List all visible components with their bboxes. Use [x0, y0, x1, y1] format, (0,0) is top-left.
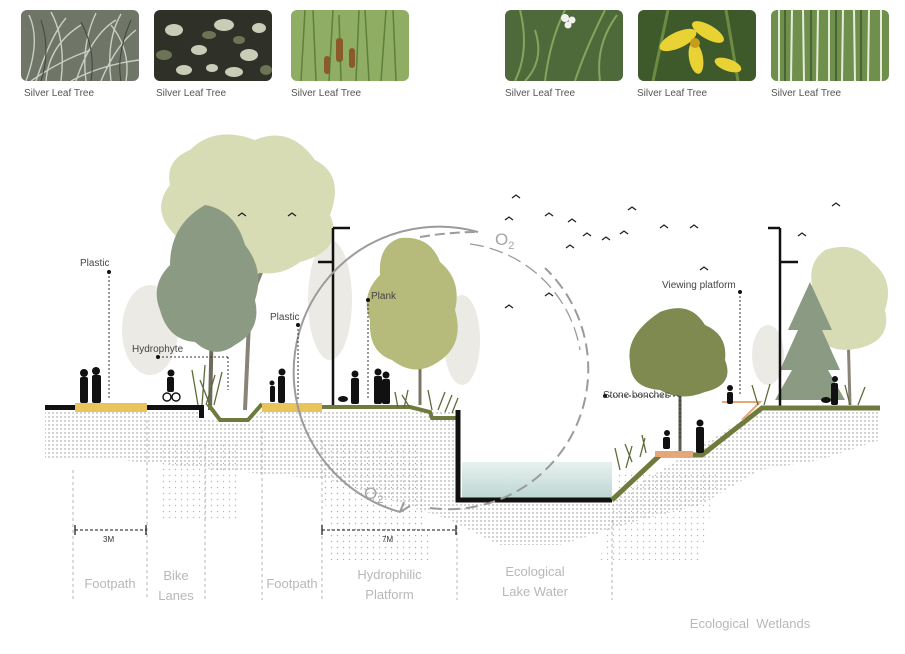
cattail-photo-icon [291, 10, 409, 81]
dimension-7m: 7M [382, 535, 393, 544]
annotation-dots [107, 270, 742, 398]
yellow-iris-photo-icon [638, 10, 756, 81]
label-plastic-mid: Plastic [270, 312, 299, 323]
plant-photo-1 [21, 10, 139, 81]
tree-grey-green [156, 205, 259, 411]
tree-conifer-right [775, 282, 845, 400]
zone-dividers [72, 420, 613, 600]
lamp-post-left [318, 226, 350, 408]
zone-bike-lanes: Bike Lanes [158, 568, 194, 603]
plant-caption-2: Silver Leaf Tree [156, 88, 227, 99]
birds [237, 194, 841, 309]
tree-olive [366, 237, 458, 405]
shrub-photo-icon [154, 10, 272, 81]
o2-label-top: O2 [495, 230, 514, 252]
o2-label-bottom: O2 [364, 484, 383, 506]
section-diagram: O2 O2 Plastic Hydrophyte Plastic Plank V… [45, 134, 889, 600]
dimension-3m: 3M [103, 535, 114, 544]
label-viewing-platform: Viewing platform [662, 280, 736, 291]
label-stone-benches: Stone benches [603, 390, 670, 401]
zone-ecological-lake-water: Ecological Lake Water [502, 564, 568, 599]
plant-caption-6: Silver Leaf Tree [771, 88, 842, 99]
plant-photo-5 [638, 10, 756, 81]
horsetail-photo-icon [771, 10, 889, 81]
stone-bench [655, 451, 693, 457]
plant-caption-4: Silver Leaf Tree [505, 88, 576, 99]
label-hydrophyte: Hydrophyte [132, 344, 184, 355]
reeds [191, 364, 866, 471]
lake-water [462, 462, 612, 498]
grass-photo-icon [21, 10, 139, 81]
plant-caption-5: Silver Leaf Tree [637, 88, 708, 99]
zone-footpath-left: Footpath [84, 576, 136, 591]
plant-photo-2 [154, 10, 272, 81]
ground-profile [45, 402, 880, 503]
plant-photo-3 [291, 10, 409, 81]
people-silhouettes [80, 367, 838, 453]
zone-ecological-wetlands: Ecological Wetlands [689, 616, 811, 631]
lamp-post-right [768, 226, 798, 408]
label-plastic-left: Plastic [80, 258, 109, 269]
tree-dark-olive [629, 308, 728, 455]
plant-photo-4 [505, 10, 623, 81]
zone-footpath-mid: Footpath [266, 576, 318, 591]
plant-caption-3: Silver Leaf Tree [291, 88, 362, 99]
annotation-leaders [108, 272, 741, 440]
background-trees [122, 240, 784, 385]
plant-caption-1: Silver Leaf Tree [24, 88, 95, 99]
zone-hydrophilic-platform: Hydrophilic Platform [357, 567, 422, 602]
oxygen-cycle [292, 225, 590, 513]
viewing-platform-deck [722, 401, 763, 421]
plant-photo-6 [771, 10, 889, 81]
flower-photo-icon [505, 10, 623, 81]
label-plank: Plank [371, 291, 397, 302]
